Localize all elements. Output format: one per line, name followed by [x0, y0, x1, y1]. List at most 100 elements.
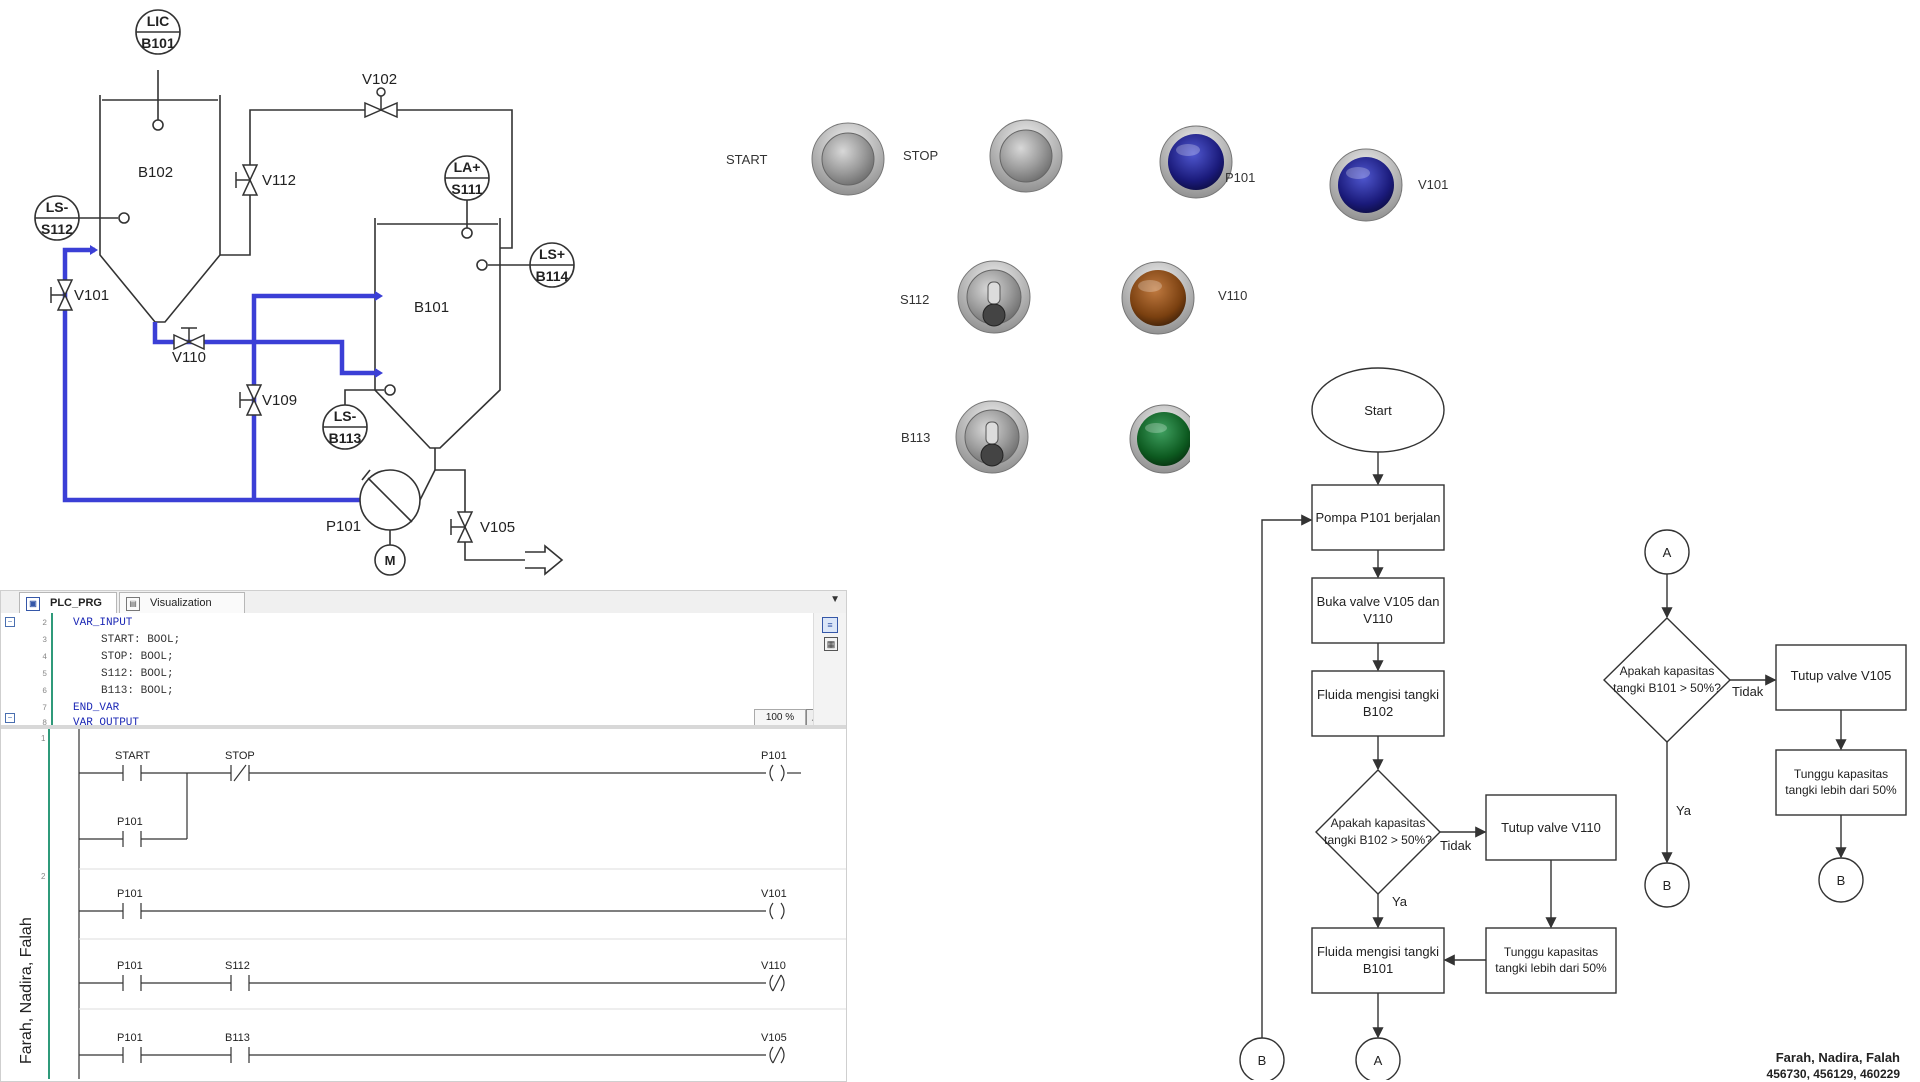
tab-visualization-label: Visualization [150, 597, 212, 609]
code-line: END_VAR [73, 702, 120, 714]
line-number: 8 [42, 719, 47, 728]
tank-b102-label: B102 [138, 164, 173, 181]
stop-label: STOP [903, 148, 939, 163]
decision-b102 [1315, 769, 1441, 895]
declaration-editor[interactable]: − − 2 VAR_INPUT 3 START: BOOL; 4 STOP: B… [1, 613, 846, 729]
decision1-text-line1: Apakah kapasitas [1331, 816, 1426, 830]
ls-s112-bottom: S112 [41, 221, 73, 237]
tank-b101 [374, 218, 501, 449]
contact-b113-label: B113 [225, 1032, 250, 1044]
coil-v101-label: V101 [761, 888, 787, 900]
collapse-icon[interactable]: − [5, 713, 15, 723]
ladder-diagram[interactable]: 1 2 START STOP P101 P101 P101 V101 P101 … [1, 729, 846, 1079]
connector-a-top-text: A [1663, 545, 1672, 560]
active-piping [62, 247, 375, 503]
decision2-text-line2: tangki B101 > 50%? [1613, 681, 1721, 695]
decision-b101 [1603, 617, 1731, 743]
yes-label: Ya [1676, 803, 1692, 818]
start-label: START [726, 152, 768, 167]
editor-tab-bar: ▣ PLC_PRG x ▤ Visualization ▼ [1, 591, 846, 614]
step1-text: Pompa P101 berjalan [1315, 510, 1440, 525]
contact-p101-label: P101 [117, 888, 143, 900]
v101-lamp [1329, 148, 1403, 222]
credits-ids: 456730, 456129, 460229 [1766, 1067, 1900, 1081]
rung-number: 1 [41, 734, 46, 743]
text-view-icon[interactable]: ≡ [822, 617, 838, 633]
motor-label: M [385, 553, 396, 568]
connector-b-right-text: B [1837, 873, 1846, 888]
v110-lamp-label: V110 [1218, 288, 1248, 303]
step-fill-b102 [1311, 670, 1445, 737]
ls-b113-bottom: B113 [329, 430, 362, 446]
ls-b114-top: LS+ [539, 246, 565, 262]
contact-s112-label: S112 [225, 960, 250, 972]
connector-b-text: B [1258, 1053, 1267, 1068]
contact-stop-label: STOP [225, 750, 255, 762]
line-number: 4 [42, 653, 47, 662]
valve-v101-label: V101 [74, 287, 109, 304]
wait1-text-line1: Tunggu kapasitas [1504, 945, 1598, 959]
lic-tag-bottom: B101 [141, 35, 175, 51]
line-number: 7 [42, 704, 47, 713]
connector-b-mid-text: B [1663, 878, 1672, 893]
coil-v105-label: V105 [761, 1032, 787, 1044]
close-v110-text: Tutup valve V110 [1501, 820, 1601, 835]
ls-b113-top: LS- [334, 408, 357, 424]
tab-plc-prg[interactable]: ▣ PLC_PRG x [19, 592, 130, 613]
wait1-text-line2: tangki lebih dari 50% [1495, 961, 1607, 975]
connector-a-text: A [1374, 1053, 1383, 1068]
close-v105-text: Tutup valve V105 [1791, 668, 1892, 683]
code-line: VAR_INPUT [73, 617, 133, 629]
valve-v112-label: V112 [262, 172, 296, 189]
table-view-icon[interactable]: ▦ [824, 637, 838, 651]
line-number: 3 [42, 636, 47, 645]
la-s111-bottom: S111 [451, 181, 482, 197]
la-s111-top: LA+ [454, 159, 481, 175]
step3-text-line1: Fluida mengisi tangki [1317, 687, 1439, 702]
p101-lamp-label: P101 [1225, 170, 1256, 185]
step4-text-line2: B101 [1363, 961, 1393, 976]
ls-b114-bottom: B114 [536, 268, 569, 284]
contact-p101-label: P101 [117, 960, 143, 972]
v101-lamp-label: V101 [1418, 177, 1449, 192]
tab-dropdown-icon[interactable]: ▼ [830, 594, 840, 605]
visualization-panel [811, 119, 1403, 485]
step-close-v105 [1775, 644, 1907, 711]
decision1-text-line2: tangki B102 > 50%? [1324, 833, 1432, 847]
credits-names: Farah, Nadira, Falah [1775, 1050, 1900, 1065]
code-line: S112: BOOL; [101, 668, 174, 680]
zoom-level[interactable]: 100 % [754, 709, 806, 725]
lic-tag-top: LIC [147, 13, 170, 29]
wait2-text-line2: tangki lebih dari 50% [1785, 783, 1897, 797]
tank-b102 [99, 95, 221, 323]
valve-v102-label: V102 [362, 71, 397, 88]
start-button[interactable] [811, 122, 885, 196]
collapse-icon[interactable]: − [5, 617, 15, 627]
tab-plc-prg-label: PLC_PRG [50, 597, 102, 609]
tank-b101-label: B101 [414, 299, 449, 316]
yes-label: Ya [1392, 894, 1408, 909]
tab-visualization[interactable]: ▤ Visualization [119, 592, 245, 613]
b113-switch-label: B113 [901, 430, 931, 445]
wait2-text-line1: Tunggu kapasitas [1794, 767, 1888, 781]
decision2-text-line1: Apakah kapasitas [1620, 664, 1715, 678]
step-open-valves [1311, 577, 1445, 644]
contact-start-label: START [115, 750, 150, 762]
pid-diagram: LIC B101 LS- S112 LA+ S111 LS+ B114 LS- … [34, 9, 575, 576]
contact-p101-label: P101 [117, 1032, 143, 1044]
start-text: Start [1364, 403, 1392, 418]
step2-text-line1: Buka valve V105 dan [1317, 594, 1440, 609]
s112-toggle-switch[interactable] [957, 260, 1031, 334]
no-label: Tidak [1732, 684, 1764, 699]
b113-toggle-switch[interactable] [955, 400, 1029, 474]
p101-lamp [1159, 125, 1233, 199]
step3-text-line2: B102 [1363, 704, 1393, 719]
program-icon: ▣ [26, 597, 40, 611]
stop-button[interactable] [989, 119, 1063, 193]
line-number: 2 [42, 619, 47, 628]
flowchart: Start Pompa P101 berjalan Buka valve V10… [1239, 367, 1907, 1080]
v105-lamp [1129, 395, 1230, 485]
valve-v110-label: V110 [172, 349, 206, 366]
rung-number: 2 [41, 872, 46, 881]
line-number: 5 [42, 670, 47, 679]
